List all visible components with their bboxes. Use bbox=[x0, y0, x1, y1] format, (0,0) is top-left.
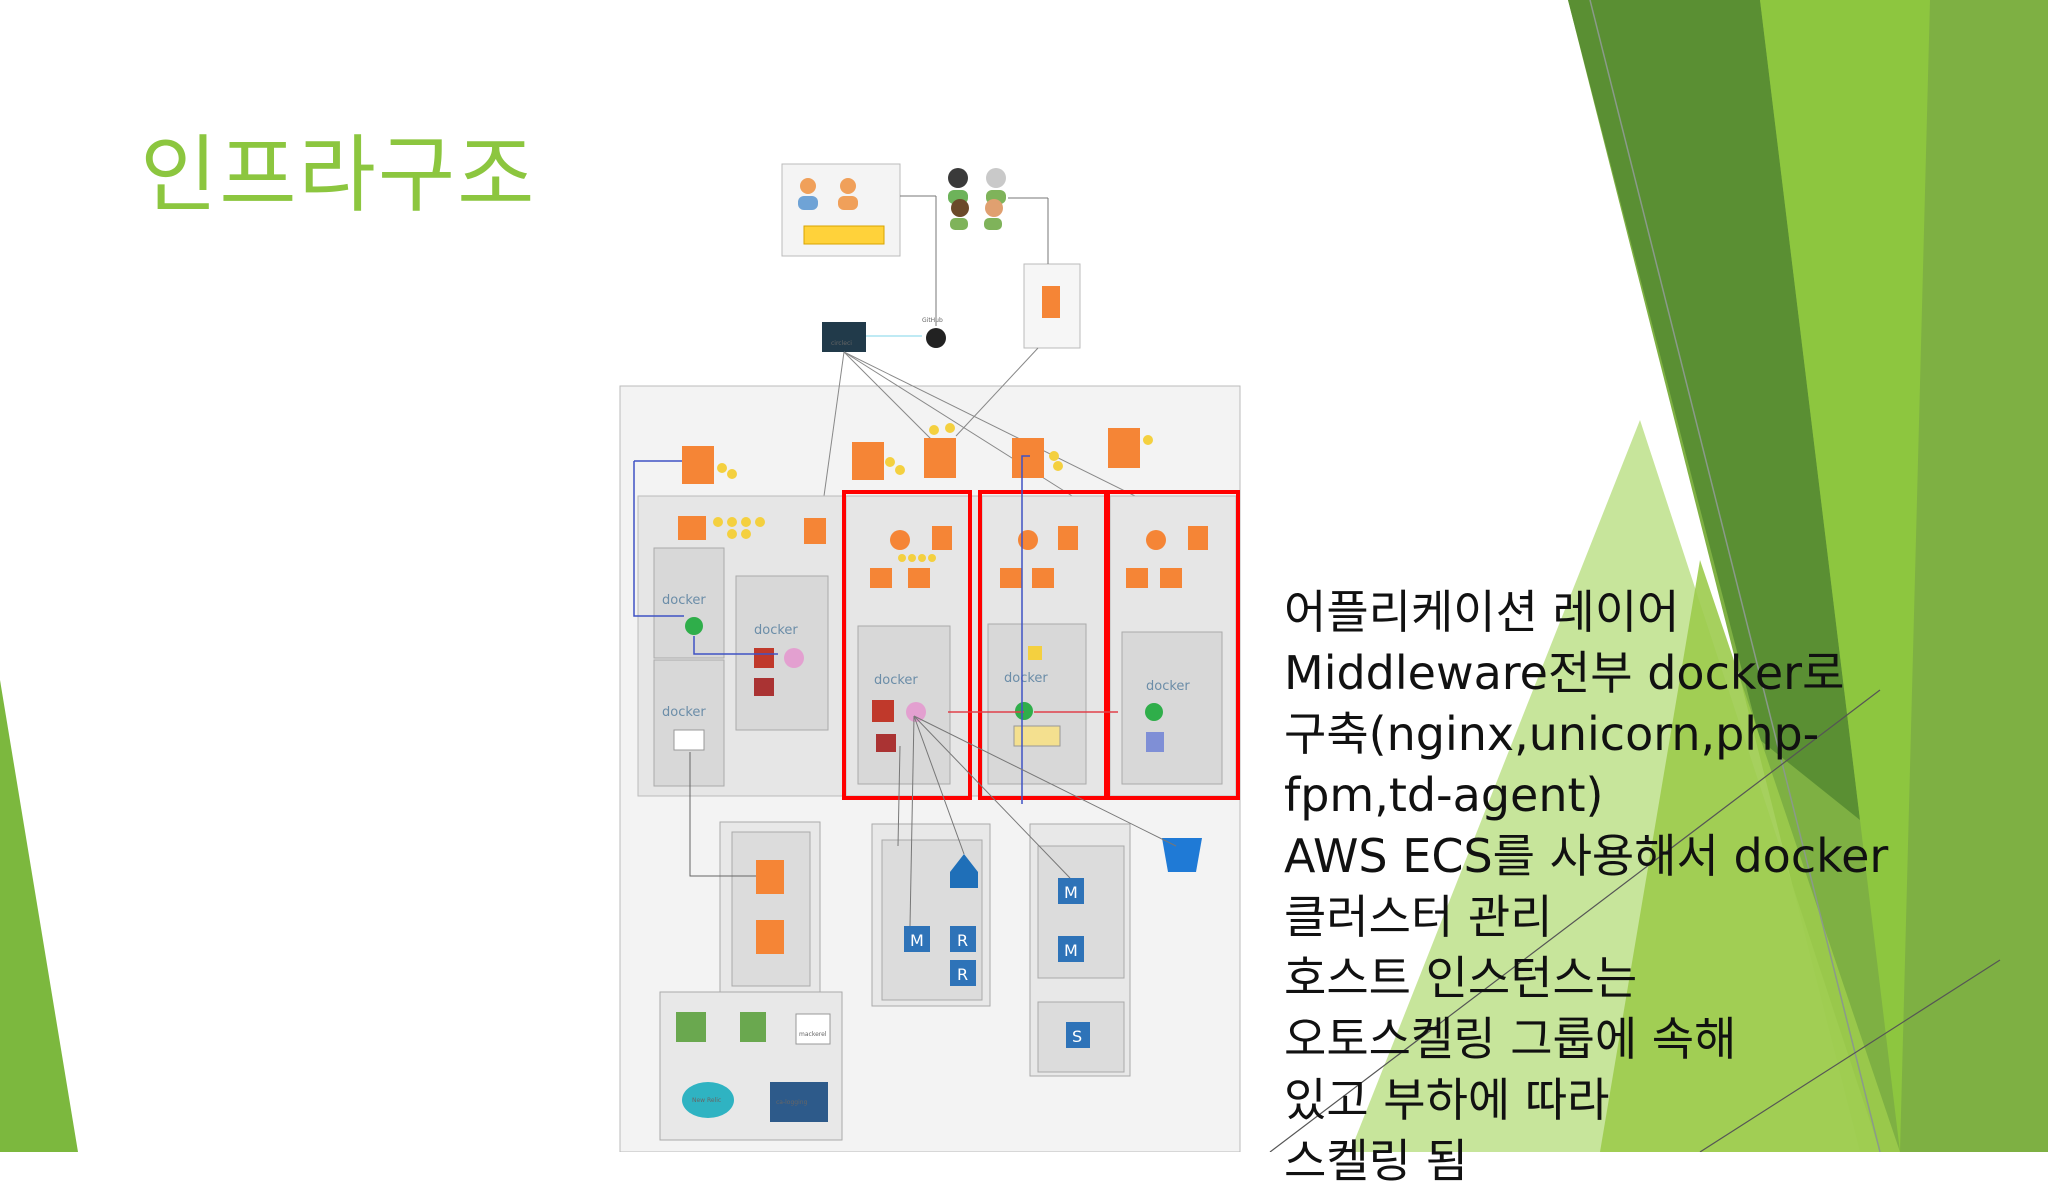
docker-label-4: docker bbox=[874, 673, 918, 688]
svg-text:M: M bbox=[1064, 883, 1078, 902]
github-octocat-icon bbox=[926, 328, 946, 348]
dev-person-1 bbox=[800, 178, 816, 194]
cluster-3: docker bbox=[981, 495, 1109, 797]
highlight-box-1 bbox=[842, 490, 972, 800]
svg-text:ca-logging: ca-logging bbox=[776, 1099, 808, 1106]
body-line-1: 어플리케이션 레이어 bbox=[1284, 585, 1680, 639]
highlight-box-3 bbox=[1106, 490, 1240, 800]
docker-label-5: docker bbox=[1004, 671, 1048, 686]
svg-text:S: S bbox=[1072, 1027, 1082, 1046]
body-line-2: Middleware전부 docker로 bbox=[1284, 646, 1845, 700]
right-mid-green bbox=[1600, 560, 1900, 1152]
slide-decoration bbox=[0, 0, 2048, 1152]
td-agent-container-left bbox=[653, 659, 725, 787]
elasticsearch-icon-2 bbox=[756, 920, 784, 954]
body-line-7: 호스트 인스턴스는 bbox=[1284, 951, 1638, 1005]
user-person-2 bbox=[986, 168, 1006, 188]
slide-title: 인프라구조 bbox=[140, 126, 537, 224]
architecture-diagram: circleci GitHub docker docker docke bbox=[619, 163, 1241, 1152]
svg-text:R: R bbox=[957, 931, 968, 950]
dev-label-yellow bbox=[803, 225, 885, 245]
docker-label-1: docker bbox=[662, 593, 706, 608]
s3-bucket-icon bbox=[1162, 838, 1202, 872]
ecs-icon-left bbox=[678, 516, 706, 540]
body-line-9: 있고 부하에 따라 bbox=[1284, 1073, 1610, 1127]
body-line-3: 구축(nginx,unicorn,php- bbox=[1284, 707, 1820, 761]
mackerel-icon bbox=[795, 1013, 831, 1045]
r-node-1 bbox=[950, 926, 976, 952]
logging-icon bbox=[770, 1082, 828, 1122]
user-person-3 bbox=[951, 199, 969, 217]
dev-person-2 bbox=[840, 178, 856, 194]
docker-label-3: docker bbox=[662, 705, 706, 720]
elasticsearch-icon-1 bbox=[756, 860, 784, 894]
nginx-icon-1 bbox=[685, 617, 703, 635]
user-person-1 bbox=[948, 168, 968, 188]
route53-icon bbox=[1042, 286, 1060, 318]
user-person-4 bbox=[985, 199, 1003, 217]
m-node-1 bbox=[904, 926, 930, 952]
body-line-10: 스켈링 됨 bbox=[1284, 1134, 1468, 1188]
s-node bbox=[1066, 1022, 1090, 1048]
m-node-3 bbox=[1058, 936, 1084, 962]
body-line-6: 클러스터 관리 bbox=[1284, 890, 1553, 944]
docker-label-6: docker bbox=[1146, 679, 1190, 694]
cloudwatch-icon-2 bbox=[740, 1012, 766, 1042]
svg-text:R: R bbox=[957, 965, 968, 984]
elb-icons-row bbox=[682, 423, 1153, 484]
github-label: GitHub bbox=[922, 317, 943, 324]
newrelic-icon bbox=[682, 1082, 734, 1118]
cloudwatch-icon-1 bbox=[676, 1012, 706, 1042]
left-green-panel bbox=[0, 680, 78, 1152]
thin-line-b bbox=[1269, 689, 1881, 1152]
thin-line-c bbox=[1699, 959, 2001, 1152]
body-line-8: 오토스켈링 그룹에 속해 bbox=[1284, 1012, 1737, 1066]
svg-text:M: M bbox=[910, 931, 924, 950]
m-node-2 bbox=[1058, 878, 1084, 904]
svg-text:M: M bbox=[1064, 941, 1078, 960]
body-line-4: fpm,td-agent) bbox=[1284, 768, 1604, 822]
elasticache-icon bbox=[950, 854, 978, 872]
cluster-4: docker bbox=[1109, 495, 1237, 797]
circleci-label: circleci bbox=[831, 340, 852, 347]
circleci-icon bbox=[822, 322, 866, 352]
slide-body: 어플리케이션 레이어 Middleware전부 docker로 구축(nginx… bbox=[1284, 582, 2004, 1192]
body-line-5: AWS ECS를 사용해서 docker bbox=[1284, 829, 1889, 883]
unicorn-container-left bbox=[735, 575, 829, 731]
right-light-green bbox=[1760, 0, 1930, 1152]
r-node-2 bbox=[950, 960, 976, 986]
thin-line-a bbox=[1589, 0, 1881, 1152]
svg-text:New Relic: New Relic bbox=[692, 1097, 721, 1104]
svg-text:mackerel: mackerel bbox=[799, 1031, 827, 1038]
nginx-container-left bbox=[653, 547, 725, 659]
docker-label-2: docker bbox=[754, 623, 798, 638]
